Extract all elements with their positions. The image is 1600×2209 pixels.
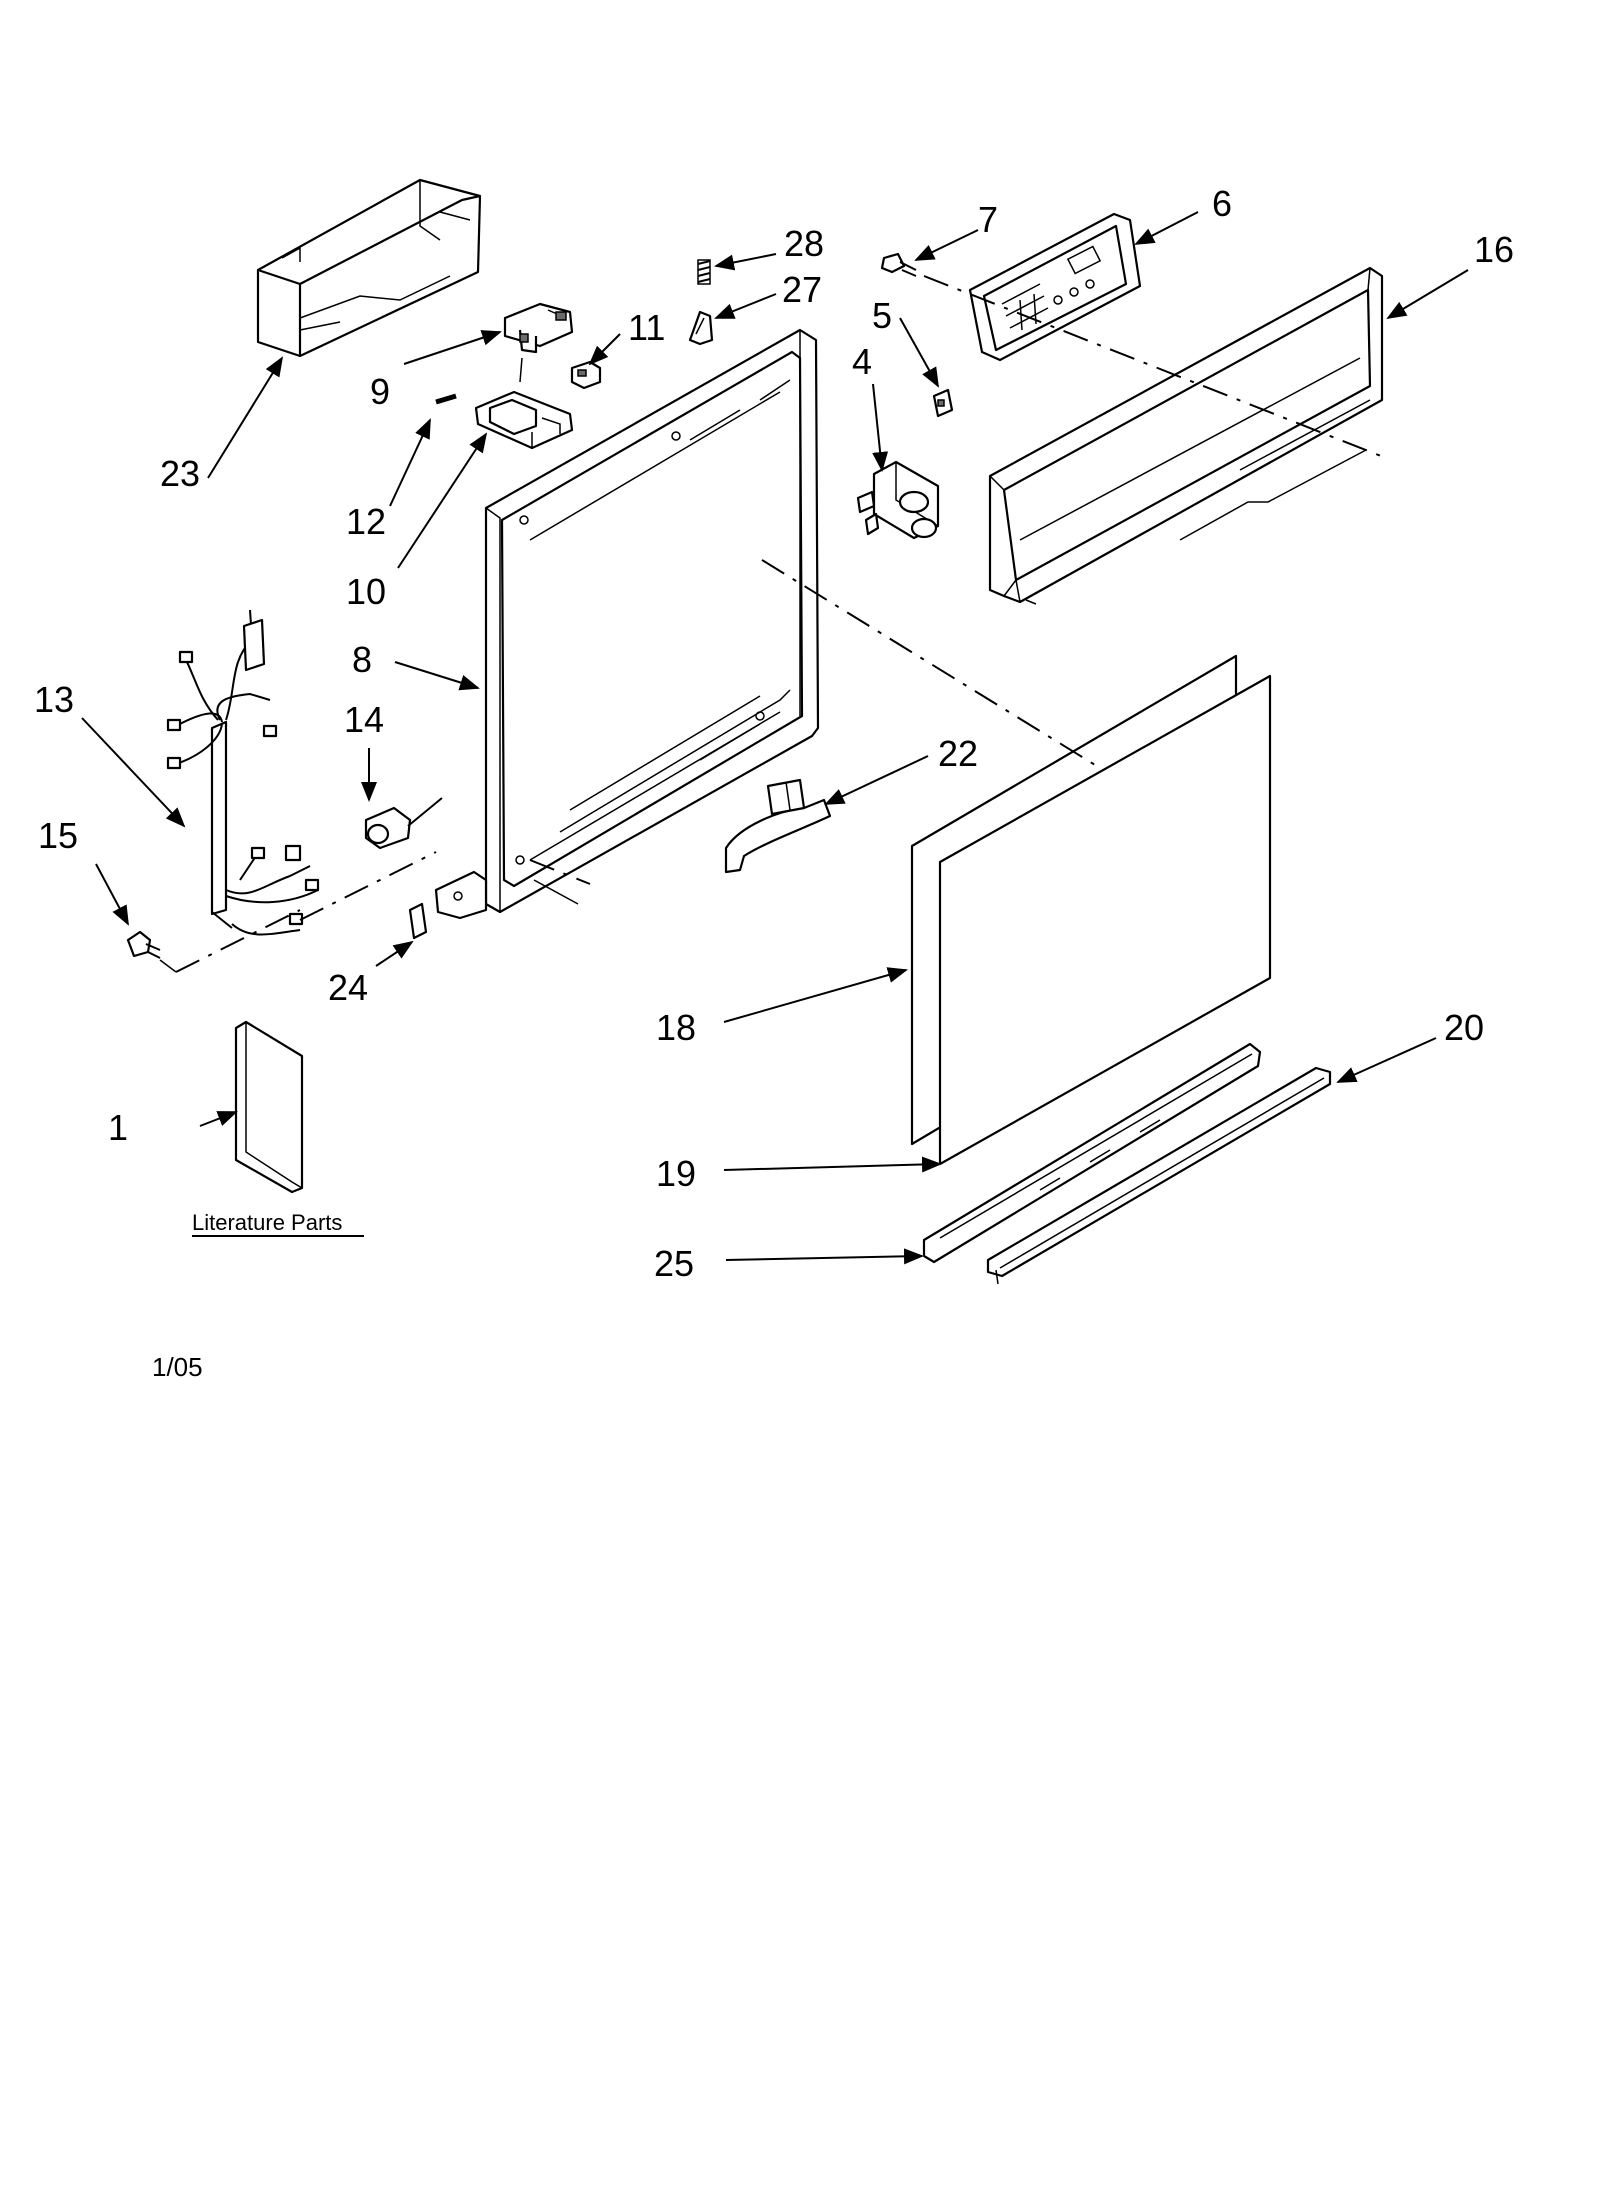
part-6-control-panel [968, 212, 1142, 362]
part-12-pin [435, 393, 457, 405]
part-13-wire-harness [166, 609, 320, 936]
callout-16: 16 [1474, 229, 1514, 270]
callout-18: 18 [656, 1007, 696, 1048]
part-16-console-panel [988, 266, 1384, 605]
part-8-door-frame [484, 328, 820, 914]
callout-20: 20 [1444, 1007, 1484, 1048]
reference-lines [159, 275, 1387, 973]
leader-lines [81, 211, 1469, 1265]
callout-24: 24 [328, 967, 368, 1008]
part-14-sensor [364, 797, 443, 850]
part-9-latch-assembly [503, 302, 574, 354]
callout-6: 6 [1212, 183, 1232, 224]
callout-22: 22 [938, 733, 978, 774]
callout-8: 8 [352, 639, 372, 680]
callout-labels: 1 4 5 6 7 8 9 10 11 12 13 14 15 16 18 19… [34, 183, 1514, 1284]
callout-15: 15 [38, 815, 78, 856]
part-4-switch-module [856, 460, 940, 540]
part-22-handle [724, 778, 832, 874]
part-25-bottom-trim [922, 1042, 1262, 1264]
part-20-trim-strip [986, 1066, 1332, 1285]
callout-12: 12 [346, 501, 386, 542]
callout-4: 4 [852, 341, 872, 382]
part-5-switch [932, 388, 954, 418]
date-code: 1/05 [152, 1352, 203, 1382]
callout-1: 1 [108, 1107, 128, 1148]
part-24-clip [408, 902, 428, 940]
part-door-bracket [434, 870, 488, 920]
callout-23: 23 [160, 453, 200, 494]
part-11-switch [570, 360, 602, 390]
callout-5: 5 [872, 295, 892, 336]
part-28-spring [697, 259, 711, 285]
literature-parts-label: Literature Parts [192, 1210, 342, 1235]
part-23-duct-cover [256, 178, 482, 358]
callout-13: 13 [34, 679, 74, 720]
callout-27: 27 [782, 269, 822, 310]
part-27-clip [688, 310, 714, 346]
callout-7: 7 [978, 199, 998, 240]
part-10-latch-housing [474, 357, 574, 450]
callout-19: 19 [656, 1153, 696, 1194]
part-7-screw [880, 252, 917, 277]
part-19-door-panel-insert [938, 674, 1272, 1166]
callout-10: 10 [346, 571, 386, 612]
callout-14: 14 [344, 699, 384, 740]
callout-9: 9 [370, 371, 390, 412]
callout-25: 25 [654, 1243, 694, 1284]
part-1-literature [234, 1020, 304, 1194]
callout-11: 11 [628, 307, 665, 348]
part-15-screw [126, 930, 161, 959]
callout-28: 28 [784, 223, 824, 264]
